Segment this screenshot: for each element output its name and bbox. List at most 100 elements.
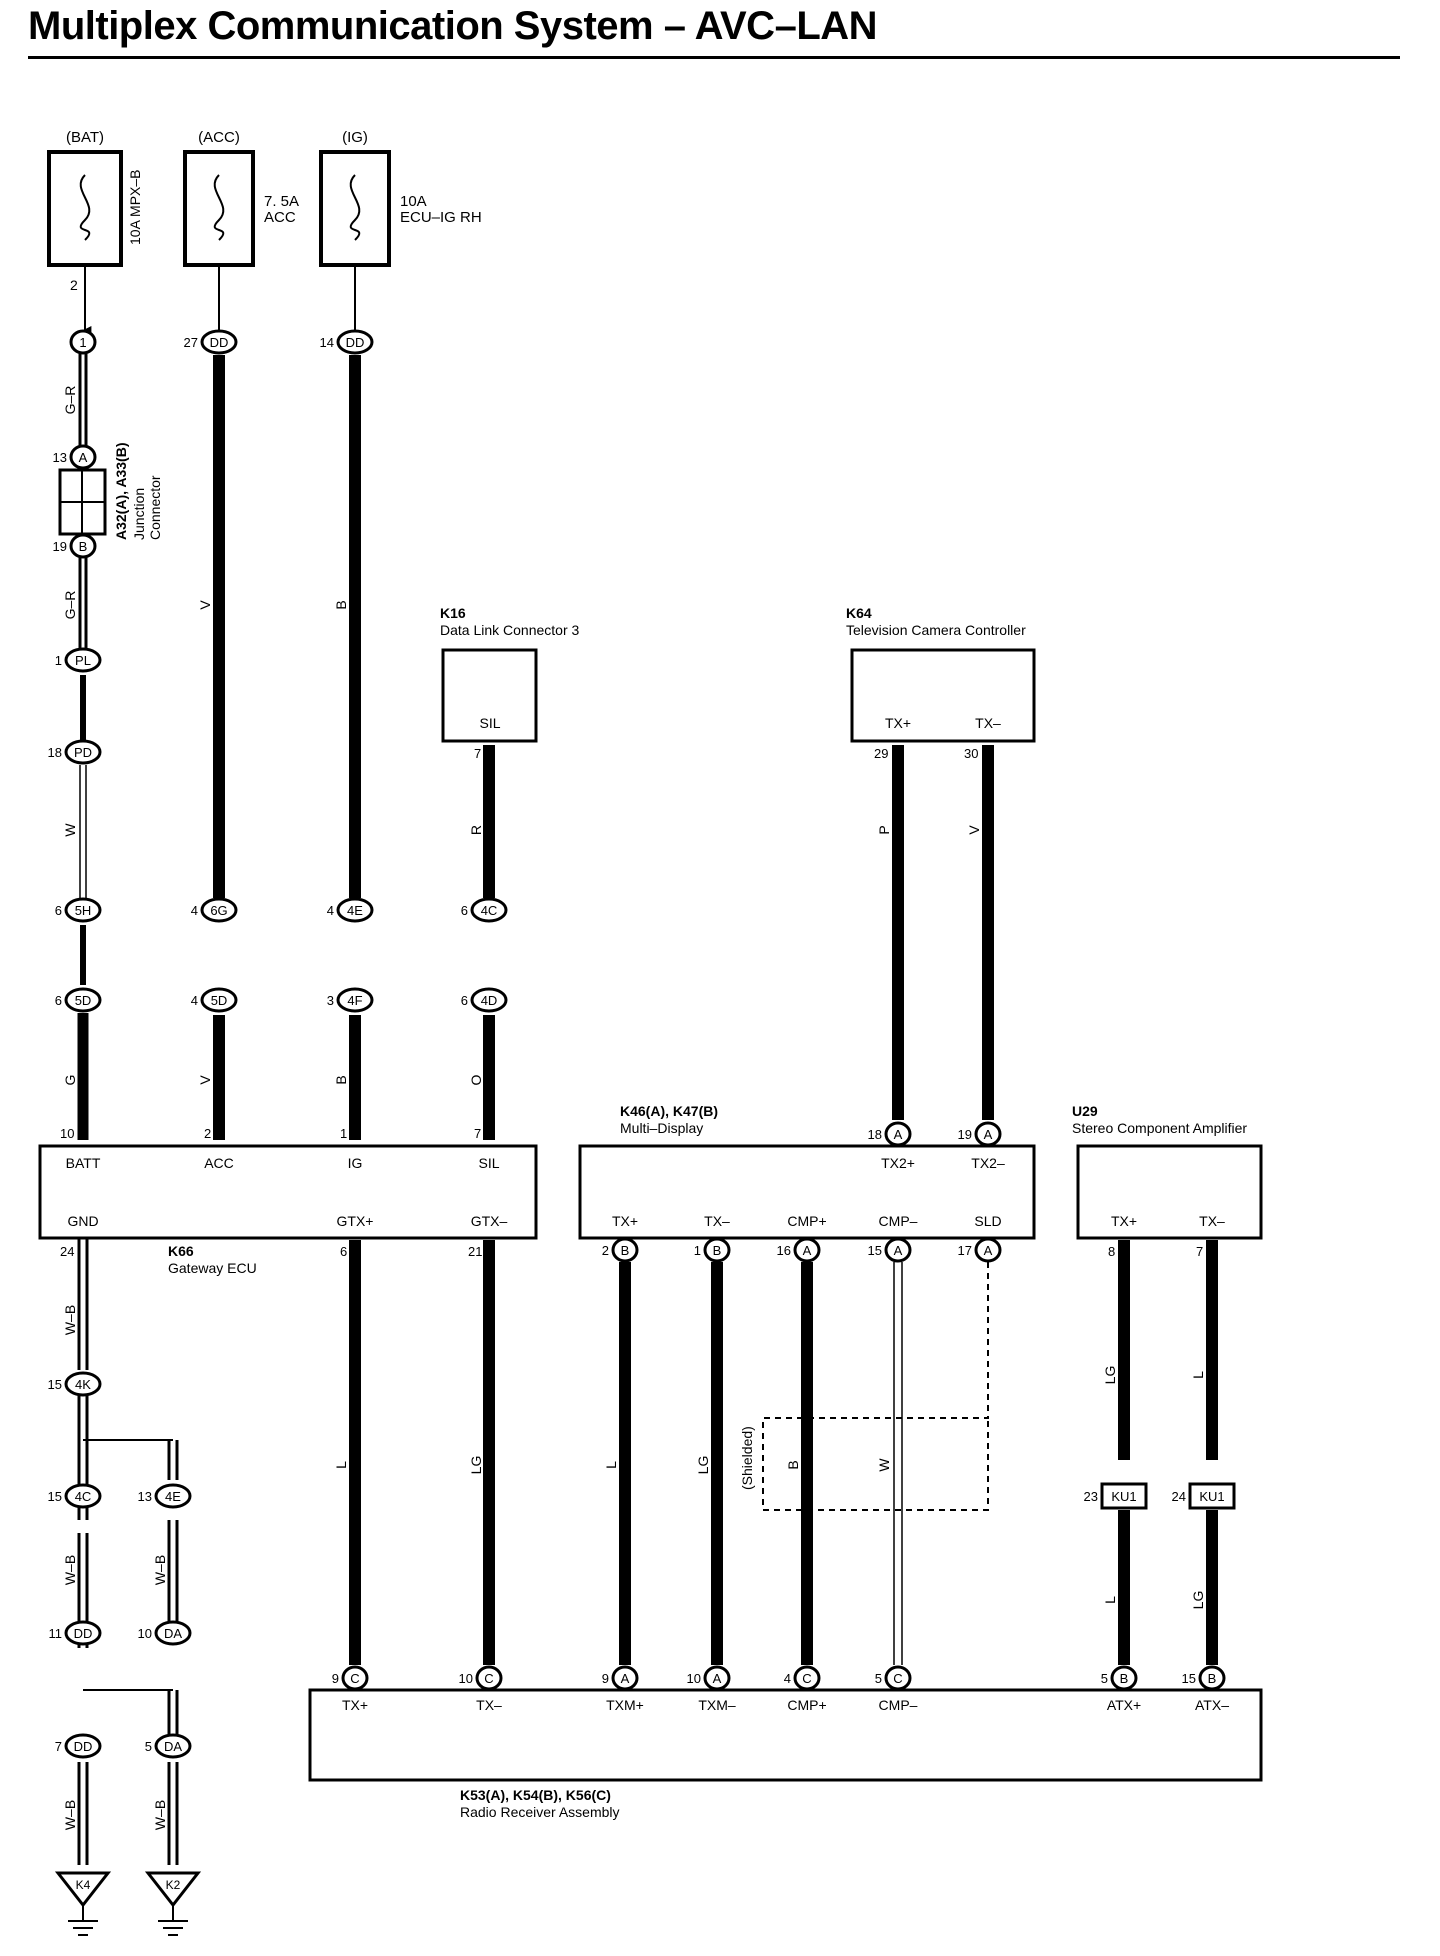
wire-color-w23: W–B <box>152 1555 168 1585</box>
connector-pin: 15 <box>48 1377 62 1392</box>
svg-text:ATX–: ATX– <box>1195 1697 1229 1713</box>
wire-color-w5: W <box>62 823 78 837</box>
connector-pin: 27 <box>184 335 198 350</box>
connector-code: C <box>484 1671 493 1686</box>
svg-text:IG: IG <box>348 1155 363 1171</box>
connector-c30: C9 <box>332 1665 369 1691</box>
connector-c12: 5D6 <box>55 987 102 1013</box>
svg-text:29: 29 <box>874 746 888 761</box>
fuse-ig: (IG) 10A ECU–IG RH <box>319 129 482 267</box>
wire-color-w1: G–R <box>62 386 78 415</box>
svg-text:24: 24 <box>60 1244 74 1259</box>
wire-color-w20: LG <box>1102 1366 1118 1385</box>
connector-code: 5D <box>211 993 228 1008</box>
connector-code: A <box>803 1243 812 1258</box>
svg-text:TX2–: TX2– <box>971 1155 1005 1171</box>
connector-pin: 3 <box>327 993 334 1008</box>
connector-c5: B19 <box>53 533 97 559</box>
wire-color-w3: V <box>197 600 213 610</box>
connector-code: A <box>984 1127 993 1142</box>
connector-pin: 10 <box>687 1671 701 1686</box>
connector-pin: 5 <box>145 1739 152 1754</box>
connector-pin: 10 <box>459 1671 473 1686</box>
svg-text:30: 30 <box>964 746 978 761</box>
connector-c37: B15 <box>1182 1665 1226 1691</box>
svg-text:TX–: TX– <box>704 1213 730 1229</box>
connector-code: A <box>984 1243 993 1258</box>
connector-c11: 4C6 <box>461 897 508 923</box>
component-k64: K64 Television Camera Controller TX+ TX–… <box>846 605 1036 761</box>
svg-text:TX–: TX– <box>476 1697 502 1713</box>
title-rule <box>28 56 1400 59</box>
connector-code: DD <box>210 335 229 350</box>
svg-text:Radio Receiver Assembly: Radio Receiver Assembly <box>460 1804 620 1820</box>
svg-text:7: 7 <box>1196 1244 1203 1259</box>
svg-text:CMP+: CMP+ <box>787 1213 826 1229</box>
wire-color-w6: R <box>468 825 484 835</box>
connector-pin: 5 <box>1101 1671 1108 1686</box>
connector-c8: 5H6 <box>55 897 102 923</box>
connector-code: 4K <box>75 1377 91 1392</box>
connector-code: A <box>894 1127 903 1142</box>
svg-text:21: 21 <box>468 1244 482 1259</box>
junction-connector: A32(A), A33(B) Junction Connector <box>58 443 163 540</box>
connector-c4: A13 <box>53 444 97 470</box>
svg-text:SIL: SIL <box>478 1155 499 1171</box>
svg-text:ECU–IG RH: ECU–IG RH <box>400 209 482 226</box>
svg-text:8: 8 <box>1108 1244 1115 1259</box>
connector-pin: 5 <box>875 1671 882 1686</box>
wire-color-w21: L <box>1190 1371 1206 1379</box>
svg-text:GTX+: GTX+ <box>337 1213 374 1229</box>
connector-code: A <box>621 1671 630 1686</box>
wire-color-w9: G <box>62 1075 78 1086</box>
connector-c21: DD7 <box>55 1733 102 1759</box>
connector-pin: 24 <box>1172 1489 1186 1504</box>
connector-c23: A 18 <box>868 1121 912 1147</box>
wire-color-w17: LG <box>695 1456 711 1475</box>
connector-pin: 7 <box>55 1739 62 1754</box>
connector-pin: 4 <box>784 1671 791 1686</box>
svg-text:TX+: TX+ <box>342 1697 368 1713</box>
connector-code: B <box>1120 1671 1129 1686</box>
svg-text:CMP–: CMP– <box>879 1697 918 1713</box>
svg-text:K2: K2 <box>166 1878 181 1892</box>
connector-code: 4C <box>481 903 498 918</box>
svg-text:6: 6 <box>340 1244 347 1259</box>
connector-pin: 6 <box>55 993 62 1008</box>
svg-text:BATT: BATT <box>66 1155 101 1171</box>
connector-pin: 15 <box>868 1243 882 1258</box>
connector-pin: 1 <box>694 1243 701 1258</box>
svg-text:K46(A), K47(B): K46(A), K47(B) <box>620 1103 718 1119</box>
wire-color-w12: O <box>468 1074 484 1085</box>
connector-code: B <box>621 1243 630 1258</box>
connector-code: 4C <box>75 1489 92 1504</box>
page-title: Multiplex Communication System – AVC–LAN <box>28 4 878 48</box>
connector-code: C <box>350 1671 359 1686</box>
wires <box>77 265 1218 1865</box>
connector-code: C <box>802 1671 811 1686</box>
wire-color-w26: L <box>1102 1596 1118 1604</box>
connector-code: B <box>1208 1671 1217 1686</box>
svg-text:U29: U29 <box>1072 1103 1098 1119</box>
connector-c29: A 17 <box>958 1237 1002 1263</box>
connector-pin: 18 <box>868 1127 882 1142</box>
wire-color-w7: P <box>876 825 892 834</box>
connector-c26: B1 <box>694 1237 731 1263</box>
svg-text:TX–: TX– <box>1199 1213 1225 1229</box>
svg-text:SLD: SLD <box>974 1213 1001 1229</box>
connector-c25: B2 <box>602 1237 639 1263</box>
wire-color-w15: LG <box>468 1456 484 1475</box>
connector-pin: 9 <box>602 1671 609 1686</box>
svg-text:(IG): (IG) <box>342 129 368 146</box>
svg-text:10A MPX–B: 10A MPX–B <box>127 170 143 246</box>
svg-text:Data Link Connector 3: Data Link Connector 3 <box>440 622 580 638</box>
svg-text:(ACC): (ACC) <box>198 129 240 146</box>
connector-code: DD <box>346 335 365 350</box>
svg-text:TXM+: TXM+ <box>606 1697 644 1713</box>
connector-pin: 17 <box>958 1243 972 1258</box>
